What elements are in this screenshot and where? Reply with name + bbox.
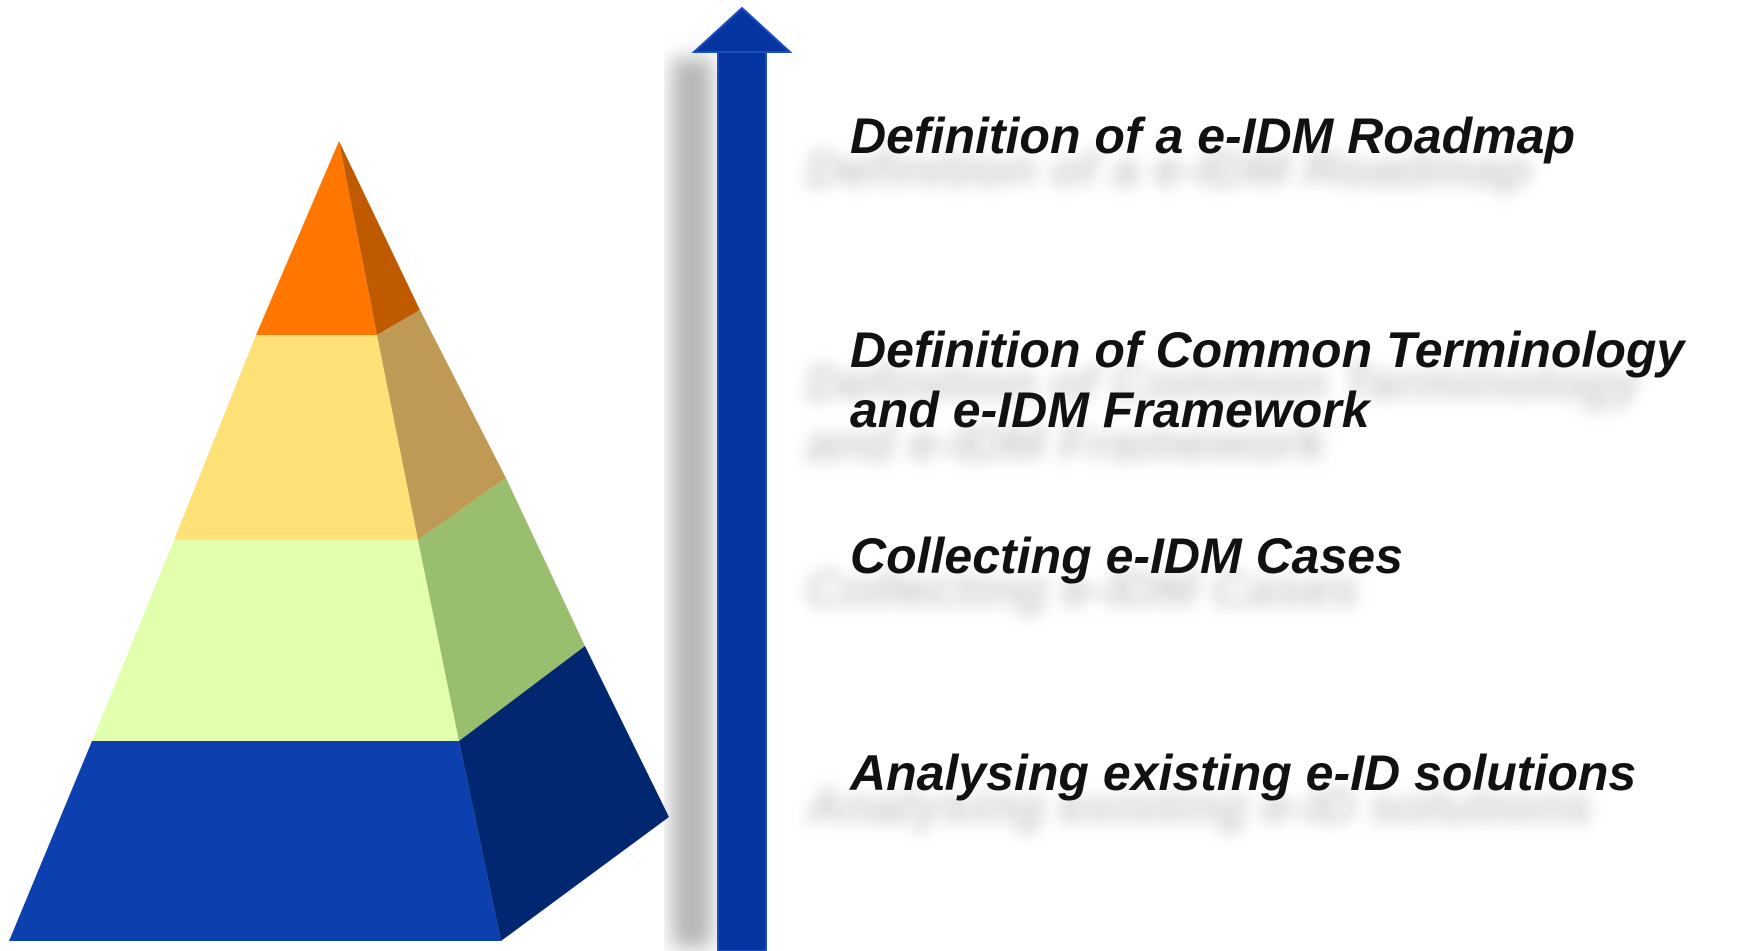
up-arrow-head	[691, 6, 793, 53]
up-arrow-shaft	[717, 49, 767, 951]
pyramid-level-3-side	[418, 478, 585, 741]
level-1-label-line-1: Analysing existing e-ID solutions	[850, 745, 1637, 801]
level-2-label: Collecting e-IDM Cases	[850, 526, 1730, 586]
level-3-label-line-2: and e-IDM Framework	[850, 382, 1370, 438]
level-4-label-line-1: Definition of a e-IDM Roadmap	[850, 108, 1575, 164]
pyramid-level-2-side	[377, 310, 506, 540]
level-3-label: Definition of Common Terminology and e-I…	[850, 320, 1730, 440]
pyramid-level-2-front	[174, 335, 418, 540]
pyramid-level-3-front	[92, 540, 459, 741]
pyramid-level-4	[9, 646, 669, 941]
level-4-label: Definition of a e-IDM Roadmap	[850, 106, 1730, 166]
level-3-label-line-1: Definition of Common Terminology	[850, 322, 1685, 378]
pyramid-level-4-side	[459, 646, 669, 941]
up-arrow	[691, 6, 793, 951]
pyramid-level-4-front	[9, 741, 501, 941]
arrow-shadow	[672, 58, 712, 948]
pyramid-level-1	[256, 141, 420, 335]
level-2-label-line-1: Collecting e-IDM Cases	[850, 528, 1403, 584]
pyramid-level-1-side	[339, 141, 420, 335]
pyramid-level-1-front	[256, 141, 377, 335]
pyramid-level-2	[174, 310, 506, 540]
pyramid-level-3	[92, 478, 585, 741]
level-1-label: Analysing existing e-ID solutions	[850, 743, 1730, 803]
